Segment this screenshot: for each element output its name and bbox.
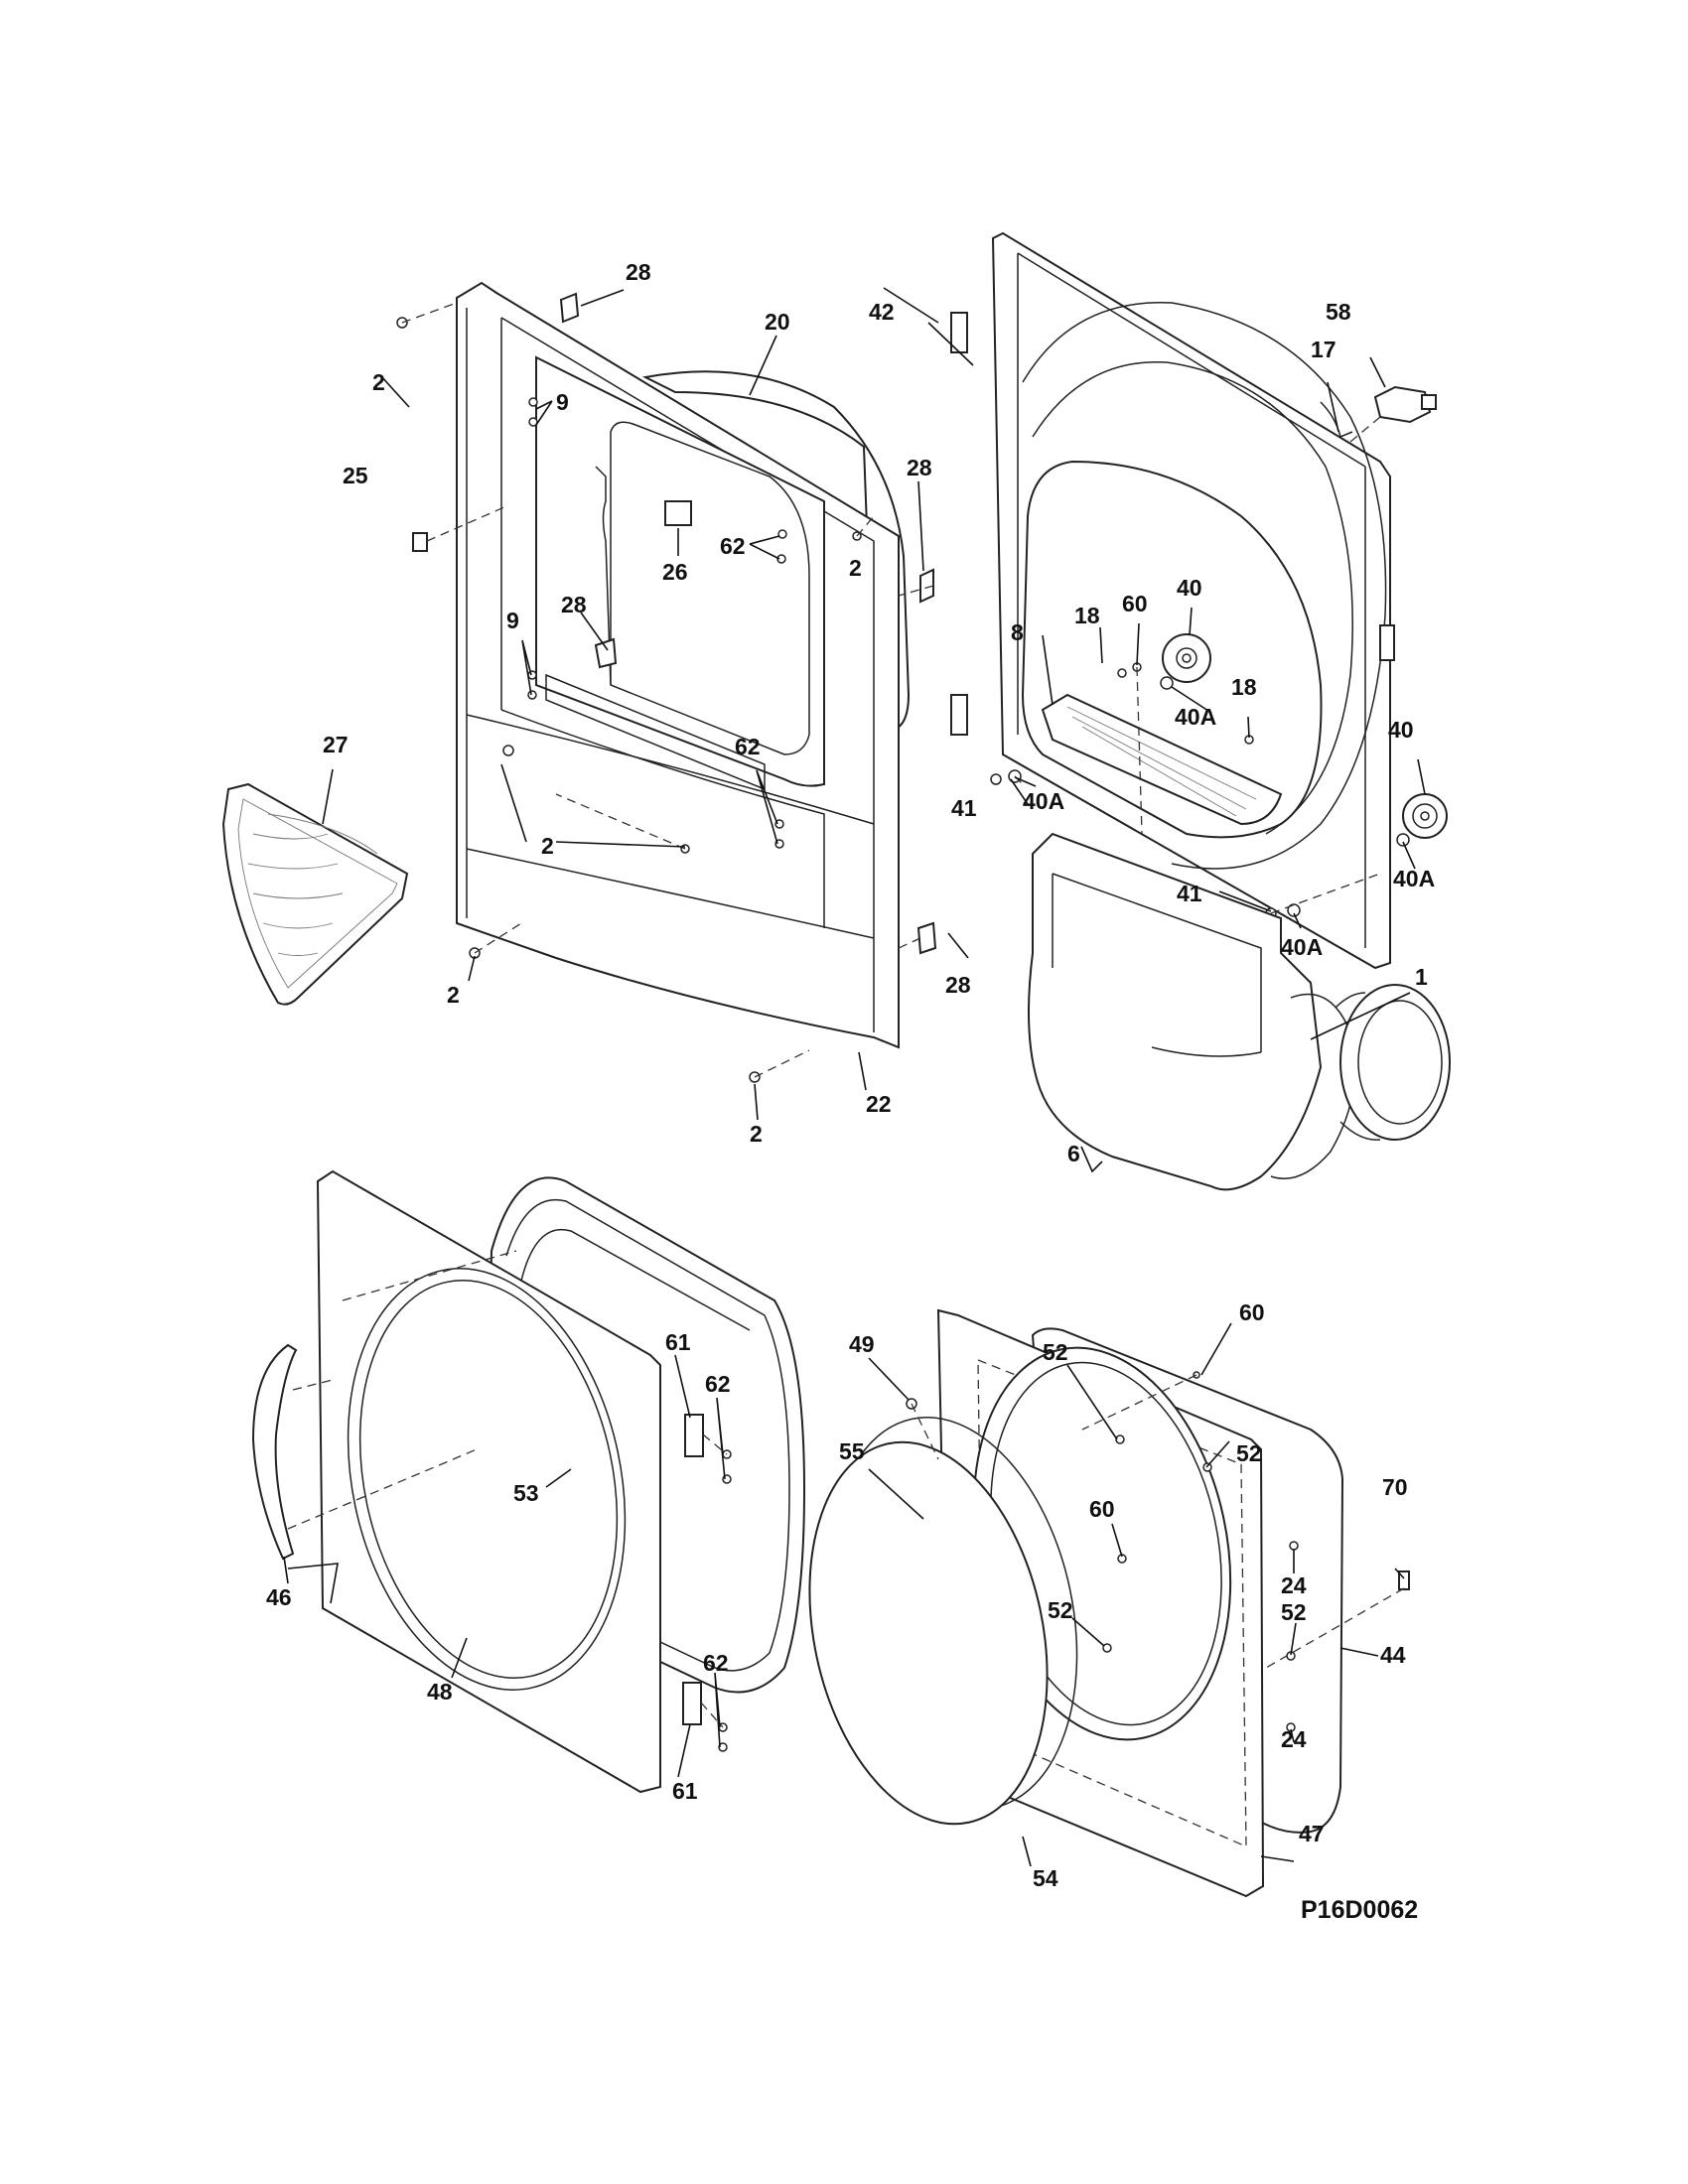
callout-61: 61 <box>665 1329 691 1355</box>
callout-20: 20 <box>765 309 790 335</box>
callout-61: 61 <box>672 1778 698 1804</box>
door-cover-part-54 <box>808 1440 1049 1826</box>
callout-62: 62 <box>705 1371 731 1397</box>
callout-47: 47 <box>1299 1821 1325 1846</box>
callout-62: 62 <box>735 734 761 759</box>
callout-58: 58 <box>1326 299 1351 325</box>
callout-9: 9 <box>506 608 519 633</box>
callout-28: 28 <box>945 972 971 998</box>
callout-17: 17 <box>1311 337 1336 362</box>
drawing-code: P16D0062 <box>1301 1896 1418 1924</box>
callout-28: 28 <box>907 455 932 480</box>
callout-40A: 40A <box>1023 788 1064 814</box>
panel-opening <box>535 355 825 787</box>
callout-46: 46 <box>266 1584 292 1610</box>
callout-2: 2 <box>849 555 862 581</box>
front-panel-assembly <box>396 281 937 1083</box>
hinge-part-61-lower <box>682 1682 702 1725</box>
callout-25: 25 <box>343 463 368 488</box>
rear-bulkhead-assembly <box>950 231 1448 970</box>
callout-9: 9 <box>556 389 569 415</box>
callout-52: 52 <box>1236 1440 1262 1466</box>
latch-part-70 <box>1398 1570 1410 1590</box>
callout-48: 48 <box>427 1679 453 1705</box>
callout-60: 60 <box>1122 591 1148 616</box>
callout-22: 22 <box>866 1091 892 1117</box>
callout-1: 1 <box>1415 964 1428 990</box>
callout-62: 62 <box>703 1650 729 1676</box>
callout-40: 40 <box>1177 575 1202 601</box>
switch-part-26 <box>664 500 692 526</box>
callout-18: 18 <box>1074 603 1100 628</box>
handle-part-46 <box>251 1343 298 1561</box>
callout-42: 42 <box>869 299 895 325</box>
callout-26: 26 <box>662 559 688 585</box>
callout-62: 62 <box>720 533 746 559</box>
callout-49: 49 <box>849 1331 875 1357</box>
callout-28: 28 <box>626 259 651 285</box>
bearing-part-40-outer <box>1402 793 1448 839</box>
callout-2: 2 <box>750 1121 763 1147</box>
callout-18: 18 <box>1231 674 1257 700</box>
callout-60: 60 <box>1089 1496 1115 1522</box>
clip-part-28-right <box>919 568 934 604</box>
callout-6: 6 <box>1067 1141 1080 1166</box>
outer-door-part-48 <box>316 1169 661 1794</box>
callout-40A: 40A <box>1393 866 1435 891</box>
callout-40A: 40A <box>1175 704 1216 730</box>
callout-70: 70 <box>1382 1474 1408 1500</box>
blower-seal-part-1 <box>1335 984 1451 1141</box>
harness-part-58 <box>1373 385 1437 424</box>
callout-44: 44 <box>1380 1642 1406 1668</box>
door-assembly <box>251 1169 806 1794</box>
duct-part-8 <box>1041 693 1283 826</box>
callout-54: 54 <box>1033 1865 1058 1891</box>
callout-55: 55 <box>839 1438 865 1464</box>
front-bulkhead-assembly <box>808 1308 1410 1898</box>
callout-24: 24 <box>1281 1726 1307 1752</box>
callout-41: 41 <box>1177 881 1202 906</box>
callout-2: 2 <box>541 833 554 859</box>
callout-52: 52 <box>1048 1597 1073 1623</box>
callout-40A: 40A <box>1281 934 1323 960</box>
callout-60: 60 <box>1239 1299 1265 1325</box>
callout-2: 2 <box>372 369 385 395</box>
callout-28: 28 <box>561 592 587 617</box>
hinge-part-61-upper <box>684 1414 704 1457</box>
callout-27: 27 <box>323 732 349 757</box>
lint-filter-part-27 <box>221 782 409 1006</box>
callout-53: 53 <box>513 1480 539 1506</box>
callout-24: 24 <box>1281 1572 1307 1598</box>
callout-40: 40 <box>1388 717 1414 743</box>
callout-52: 52 <box>1281 1599 1307 1625</box>
callout-41: 41 <box>951 795 977 821</box>
callout-2: 2 <box>447 982 460 1008</box>
callout-labels: 28 20 42 17 58 2 9 25 28 62 2 26 28 9 18… <box>266 259 1435 1924</box>
callout-52: 52 <box>1043 1339 1068 1365</box>
leader-lines <box>283 287 1426 1867</box>
sensor-part-17 <box>1320 401 1353 439</box>
clip-part-28-bottom <box>916 921 937 955</box>
clip-part-28-top <box>559 292 580 324</box>
bracket-part-28-lower <box>594 637 618 669</box>
callout-8: 8 <box>1011 619 1024 645</box>
